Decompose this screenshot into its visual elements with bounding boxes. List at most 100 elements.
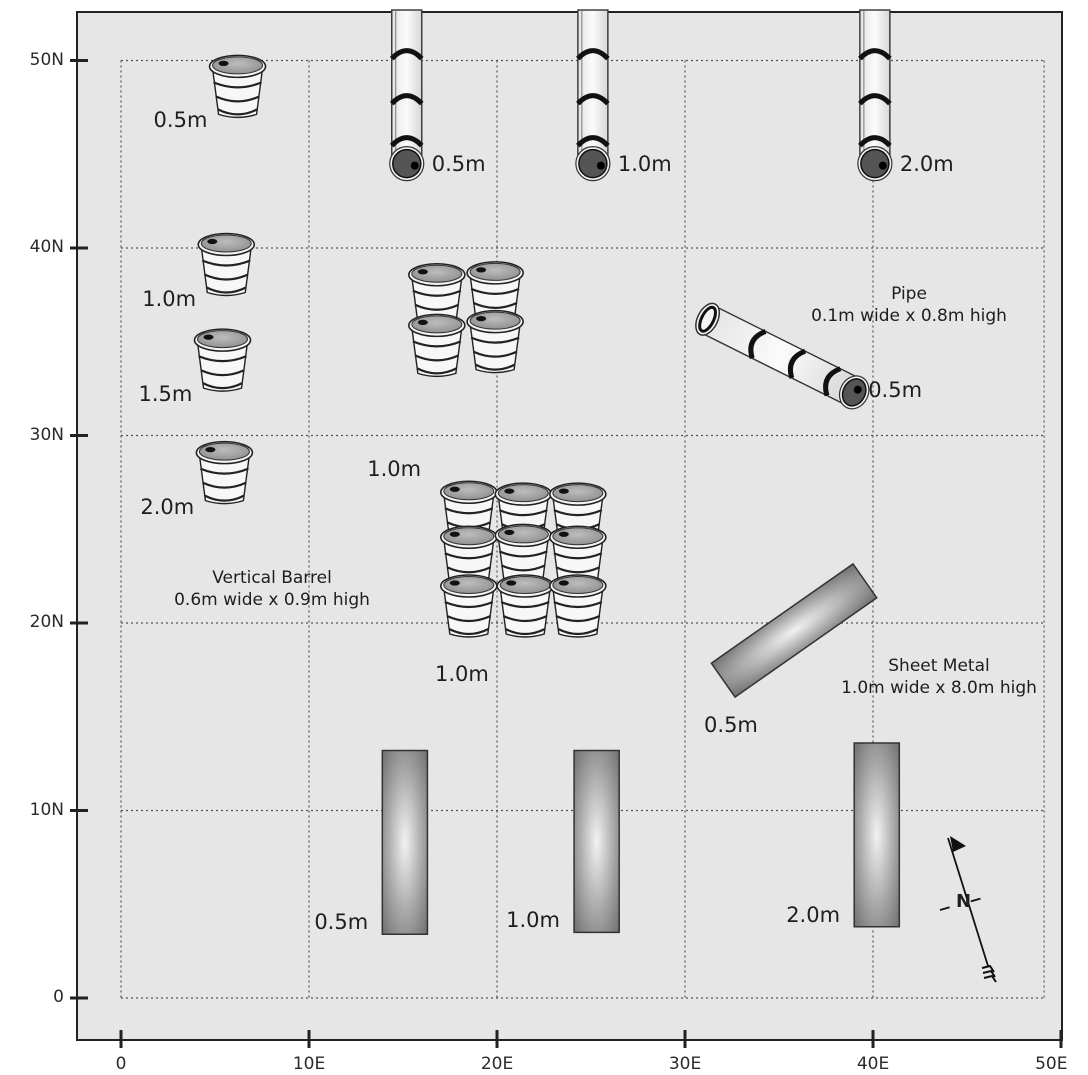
sheet-depth-label: 0.5m: [704, 712, 758, 737]
barrel-lid: [552, 527, 604, 546]
barrel-hoop: [444, 600, 494, 609]
compass-tail: [982, 969, 996, 978]
barrel-hoop: [412, 340, 462, 348]
pipe-end: [841, 378, 867, 407]
pipe-joint: [858, 93, 892, 106]
barrel-lid: [443, 482, 495, 501]
barrel-lid: [212, 56, 264, 75]
barrel: [408, 313, 466, 378]
barrel-hoop: [446, 614, 492, 623]
pipe-legend-note: Pipe 0.1m wide x 0.8m high: [811, 283, 1007, 327]
barrel-group-depth-label: 1.0m: [434, 661, 489, 686]
barrel-hoop: [555, 614, 601, 623]
barrel-body: [211, 67, 264, 119]
pipe-joint: [858, 48, 892, 61]
barrel-lid: [499, 576, 551, 594]
x-axis-tick-label: 30E: [668, 1054, 702, 1074]
sheet-depth-label: 1.0m: [506, 908, 560, 933]
barrel-lid: [497, 525, 549, 544]
barrel-bung: [218, 60, 229, 66]
barrel-lid: [411, 264, 463, 283]
pipe-depth-label: 0.5m: [868, 378, 923, 403]
pipe-joint: [389, 93, 424, 106]
pipe-marker: [410, 161, 419, 170]
barrel-hoop: [472, 350, 518, 358]
barrel-hoop: [204, 273, 249, 281]
barrel-lid: [443, 576, 495, 594]
barrel-bung: [504, 529, 515, 535]
barrel-bung: [558, 580, 569, 586]
barrel-hoop: [412, 289, 462, 297]
barrel-hoop: [475, 363, 516, 371]
barrel-group-depth-label: 1.0m: [367, 457, 422, 482]
barrel-hoop: [498, 550, 548, 558]
pipe-depth-label: 2.0m: [899, 151, 954, 176]
barrel-lid: [200, 234, 252, 253]
pipe-joint: [748, 329, 767, 359]
barrel: [195, 440, 254, 505]
barrel: [208, 54, 267, 119]
north-arrow-icon: [939, 836, 997, 983]
pipe-joint: [576, 93, 610, 106]
sheet-depth-label: 2.0m: [786, 902, 841, 927]
barrel-bung: [558, 488, 569, 494]
pipe-marker: [596, 161, 605, 170]
barrel-hoop: [198, 355, 247, 363]
barrel-bung: [203, 334, 214, 340]
compass-needle: [947, 837, 989, 967]
barrel-hoop: [557, 628, 598, 636]
y-axis-tick-label: 50N: [29, 49, 64, 70]
y-axis-tick-label: 40N: [29, 237, 64, 257]
barrel-depth-label: 1.0m: [142, 286, 197, 311]
y-axis-tick-label: 0: [53, 987, 64, 1007]
barrel-bung: [449, 531, 460, 537]
barrel-hoop: [555, 566, 601, 574]
barrel: [466, 309, 524, 374]
compass-flag: [950, 836, 966, 852]
compass-tail: [981, 964, 995, 973]
sheet-metal: [381, 749, 429, 935]
pipe-end: [860, 148, 890, 179]
barrel-legend-note: Vertical Barrel 0.6m wide x 0.9m high: [174, 567, 370, 611]
barrel-lid: [443, 527, 495, 546]
pipe-joint: [389, 48, 424, 61]
barrel-hoop: [414, 303, 460, 311]
barrel-hoop: [470, 336, 520, 344]
barrel-bung: [506, 580, 517, 586]
pipe-vertical: [857, 9, 893, 182]
barrel-depth-label: 1.5m: [138, 382, 193, 407]
pipe-joint: [858, 135, 892, 148]
pipe-vertical: [575, 9, 611, 182]
barrel-body: [552, 587, 604, 638]
barrel-hoop: [500, 600, 550, 609]
pipe-vertical: [389, 9, 425, 182]
barrel-hoop: [199, 467, 249, 475]
barrel-hoop: [470, 287, 520, 295]
barrel-body: [198, 453, 251, 505]
barrel: [496, 574, 555, 638]
barrel: [193, 328, 252, 392]
barrel-hoop: [206, 286, 247, 294]
compass-tail: [983, 974, 997, 983]
barrel-body: [499, 587, 551, 638]
x-axis-tick-label: 40E: [856, 1054, 890, 1074]
pipe-joint: [787, 348, 807, 379]
pipe-joint: [576, 135, 610, 148]
barrel-hoop: [444, 552, 494, 560]
barrel-legend-title: Vertical Barrel: [212, 568, 332, 588]
barrel-bung: [207, 238, 218, 245]
barrel-depth-label: 0.5m: [153, 108, 208, 133]
sheet-metal: [853, 742, 901, 928]
x-axis-tick-label: 50E: [1035, 1054, 1068, 1074]
pipe-diagonal: [695, 302, 870, 410]
barrel-hoop: [448, 628, 489, 636]
barrel-bung: [504, 488, 515, 494]
sheet-metal-panel: [710, 562, 878, 699]
barrel: [439, 574, 498, 638]
sheet-depth-label: 0.5m: [314, 910, 369, 935]
barrel-bung: [417, 269, 428, 275]
barrel: [408, 262, 466, 327]
sheet-legend-title: Sheet Metal: [888, 656, 990, 676]
pipe-end: [392, 148, 422, 179]
